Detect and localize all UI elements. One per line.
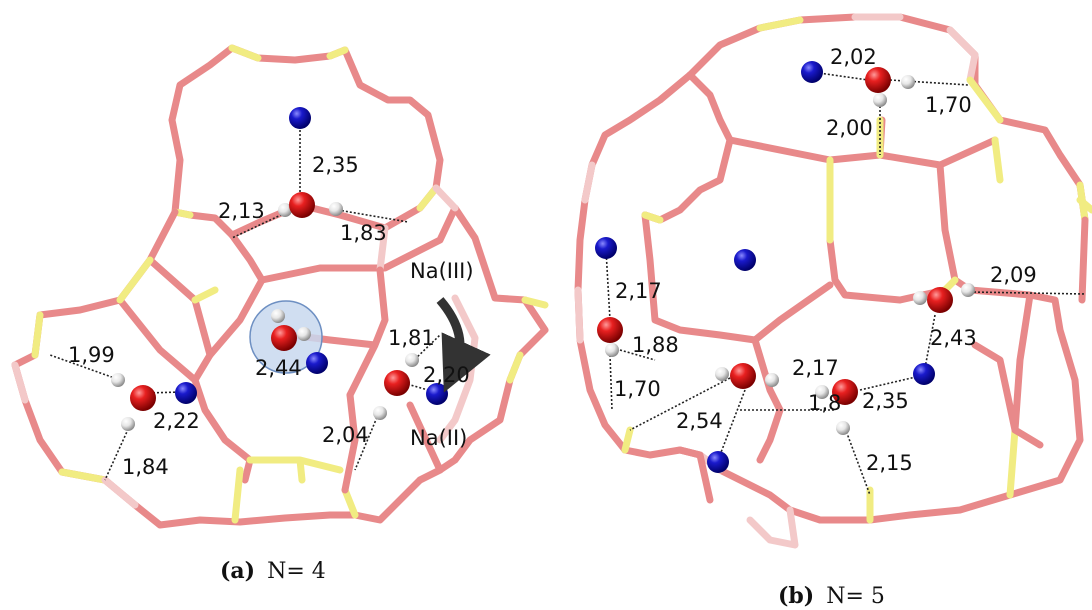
sodium-atom [913, 363, 935, 385]
oxygen-atom [927, 287, 953, 313]
oxygen-atom [865, 67, 891, 93]
hydrogen-atom [901, 75, 915, 89]
panel-b-caption: (b) N= 5 [778, 583, 885, 609]
panel-a: 2,35 2,13 1,83 Na(III) 1,99 1,81 2,44 2,… [11, 44, 549, 584]
oxygen-atom [271, 325, 297, 351]
distance-label: 1,83 [340, 221, 387, 245]
distance-label: 2,00 [826, 116, 873, 140]
distance-label: 1,99 [68, 343, 115, 367]
sodium-atom [289, 107, 311, 129]
hydrogen-atom [715, 367, 729, 381]
hydrogen-atom [815, 385, 829, 399]
site-label-na3: Na(III) [410, 259, 474, 283]
oxygen-atom [832, 379, 858, 405]
distance-label: 1,88 [632, 333, 679, 357]
hydrogen-atom [121, 417, 135, 431]
distance-label: 2,22 [153, 409, 200, 433]
sodium-atom [175, 382, 197, 404]
distance-label: 2,09 [990, 263, 1037, 287]
oxygen-atom [130, 385, 156, 411]
oxygen-atom [597, 317, 623, 343]
hydrogen-atom [913, 291, 927, 305]
panel-b: 2,02 1,70 2,00 2,09 2,17 2,43 1,88 2,17 … [574, 13, 1092, 609]
sodium-atom [801, 61, 823, 83]
distance-label: 1,8 [808, 391, 841, 415]
distance-label: 1,70 [614, 377, 661, 401]
hydrogen-atom [836, 421, 850, 435]
sodium-atom [595, 237, 617, 259]
hydrogen-atom [765, 373, 779, 387]
panel-a-framework [11, 44, 549, 529]
distance-label: 2,15 [866, 451, 913, 475]
distance-label: 2,44 [255, 356, 302, 380]
distance-label: 2,54 [676, 409, 723, 433]
hydrogen-atom [278, 203, 292, 217]
sodium-atom [734, 249, 756, 271]
hydrogen-atom [961, 283, 975, 297]
panel-a-caption: (a) N= 4 [220, 558, 326, 584]
sodium-atom [707, 451, 729, 473]
distance-label: 2,35 [862, 389, 909, 413]
distance-label: 2,43 [930, 326, 977, 350]
hydrogen-atom [329, 202, 343, 216]
distance-label: 1,81 [388, 326, 435, 350]
distance-label: 2,13 [218, 199, 265, 223]
oxygen-atom [384, 370, 410, 396]
hydrogen-atom [405, 353, 419, 367]
hydrogen-atom [873, 93, 887, 107]
sodium-atom [306, 352, 328, 374]
distance-label: 2,02 [830, 45, 877, 69]
oxygen-atom [289, 192, 315, 218]
hydrogen-atom [297, 327, 311, 341]
oxygen-atom [730, 363, 756, 389]
distance-label: 2,35 [312, 153, 359, 177]
site-label-na2: Na(II) [410, 426, 467, 450]
hydrogen-atom [605, 343, 619, 357]
distance-label: 1,70 [925, 93, 972, 117]
panel-b-framework [574, 13, 1092, 549]
distance-label: 2,17 [792, 356, 839, 380]
distance-label: 2,04 [322, 423, 369, 447]
distance-label: 2,17 [615, 279, 662, 303]
hydrogen-atom [271, 309, 285, 323]
curved-arrow-icon [436, 297, 491, 393]
hydrogen-atom [111, 373, 125, 387]
distance-label: 2,20 [423, 363, 470, 387]
hydrogen-atom [373, 406, 387, 420]
distance-label: 1,84 [122, 455, 169, 479]
panel-b-bonds [605, 71, 1086, 496]
